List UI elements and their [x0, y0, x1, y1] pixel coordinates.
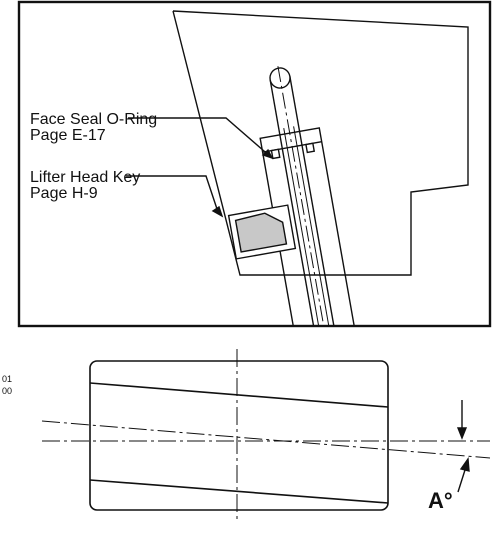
mold-body-outline — [172, 10, 469, 276]
lifter-key-page: Page H-9 — [30, 185, 98, 202]
angled-centerline — [41, 420, 491, 459]
face-seal-page: Page E-17 — [30, 127, 106, 144]
section-outline — [89, 360, 389, 511]
lifter-head-key — [234, 212, 288, 253]
seal-housing — [259, 127, 367, 326]
lifter-key-label: Lifter Head Key — [30, 169, 140, 186]
lifter-centerline — [277, 66, 338, 326]
angle-dim-arrowhead-upper — [456, 427, 468, 440]
o-ring-groove-right — [305, 142, 316, 154]
face-seal-label: Face Seal O-Ring — [30, 111, 157, 128]
lifter-inner-line-right — [293, 126, 341, 326]
o-ring-groove-left — [270, 148, 281, 160]
angle-dim-arrowhead-lower — [459, 457, 470, 472]
lifter-rod-left-edge — [269, 79, 327, 326]
face-seal-arrow — [261, 148, 274, 160]
margin-text-line2: 00 — [2, 386, 12, 396]
detail-frame — [17, 0, 492, 328]
face-seal-leader — [128, 117, 273, 159]
margin-text-line1: 01 — [2, 374, 12, 384]
angle-label: A° — [428, 488, 453, 513]
lifter-key-arrow — [211, 205, 224, 218]
lifter-inner-line-left — [283, 128, 332, 326]
lifter-rod-right-edge — [289, 76, 347, 326]
section-lower-edge — [90, 479, 388, 504]
lifter-key-leader — [126, 175, 219, 213]
section-upper-edge — [90, 382, 388, 408]
angle-dim-arrow-lower — [457, 469, 466, 493]
